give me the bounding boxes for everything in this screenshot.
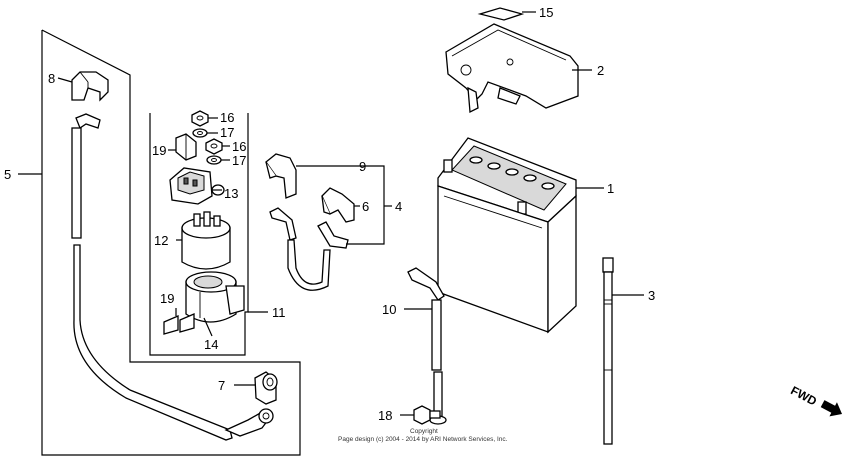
washer-17-lower bbox=[206, 155, 230, 165]
callout-16-top: 16 bbox=[220, 110, 234, 125]
breather-tube-3 bbox=[602, 257, 644, 445]
washer-17-top bbox=[192, 128, 218, 138]
relay-assembly-11 bbox=[185, 271, 245, 323]
copyright-line-2: Page design (c) 2004 - 2014 by ARI Netwo… bbox=[338, 436, 508, 443]
fwd-label: FWD bbox=[788, 383, 819, 408]
starter-relay-12 bbox=[176, 211, 231, 270]
leader-14 bbox=[203, 317, 213, 337]
terminal-cover-9 bbox=[265, 153, 356, 199]
callout-5: 5 bbox=[4, 167, 11, 182]
callout-2: 2 bbox=[597, 63, 604, 78]
callout-15: 15 bbox=[539, 5, 553, 20]
callout-17-lower: 17 bbox=[232, 153, 246, 168]
ground-cable-10 bbox=[404, 267, 447, 425]
battery-1 bbox=[437, 137, 604, 334]
battery-cover-2 bbox=[445, 23, 592, 114]
callout-1: 1 bbox=[607, 181, 614, 196]
bolt-18 bbox=[400, 405, 441, 425]
terminal-cover-6 bbox=[321, 187, 360, 223]
callout-17-top: 17 bbox=[220, 125, 234, 140]
fuse-set-19-lower bbox=[163, 308, 195, 335]
positive-cable-5 bbox=[71, 113, 274, 441]
callout-16-lower: 16 bbox=[232, 139, 246, 154]
bracket-4 bbox=[346, 165, 385, 245]
callout-19-upper: 19 bbox=[152, 143, 166, 158]
group-frame-11 bbox=[149, 113, 249, 356]
nut-16-top bbox=[191, 110, 218, 127]
callout-19-lower: 19 bbox=[160, 291, 174, 306]
fwd-arrow-icon: FWD bbox=[788, 383, 843, 417]
label-15 bbox=[477, 7, 525, 21]
callout-14: 14 bbox=[204, 337, 218, 352]
copyright-line-1: Copyright bbox=[410, 428, 438, 435]
nut-16-lower bbox=[205, 138, 230, 155]
callout-11: 11 bbox=[272, 305, 286, 320]
callout-13: 13 bbox=[224, 186, 238, 201]
callout-3: 3 bbox=[648, 288, 655, 303]
connector-13 bbox=[169, 167, 225, 205]
callout-6: 6 bbox=[362, 199, 369, 214]
leader-8 bbox=[57, 77, 73, 83]
callout-9: 9 bbox=[359, 159, 366, 174]
callout-7: 7 bbox=[218, 378, 225, 393]
callout-4: 4 bbox=[395, 199, 402, 214]
callout-10: 10 bbox=[382, 302, 396, 317]
callout-8: 8 bbox=[48, 71, 55, 86]
callout-18: 18 bbox=[378, 408, 392, 423]
callout-12: 12 bbox=[154, 233, 168, 248]
fuse-19-upper bbox=[168, 133, 197, 161]
negative-cable-4 bbox=[269, 207, 349, 291]
terminal-cover-8 bbox=[71, 71, 109, 102]
terminal-boot-7 bbox=[234, 371, 278, 405]
group-frame-5 bbox=[41, 29, 301, 456]
